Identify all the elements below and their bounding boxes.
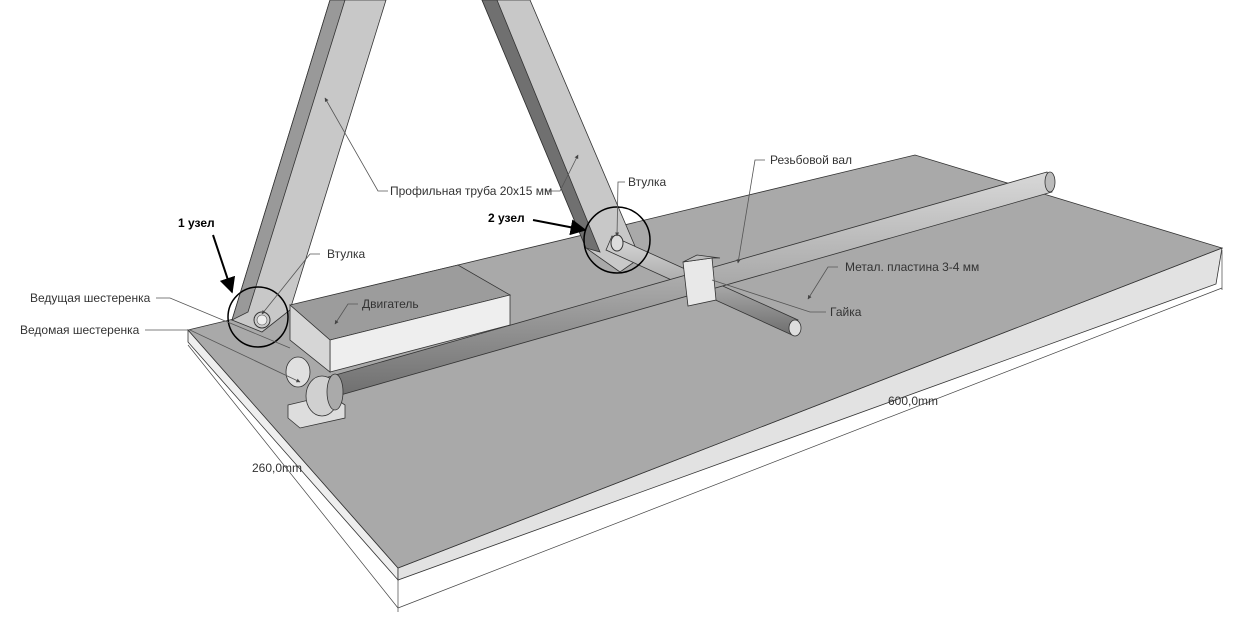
nut: [682, 254, 721, 307]
node-2-circle: [583, 206, 651, 274]
profile-tube-label: Профильная труба 20х15 мм: [390, 184, 552, 198]
bushing-2: [610, 234, 624, 252]
leader-lines: [145, 97, 838, 383]
motor-label: Двигатель: [362, 297, 419, 311]
node-1-arrow: [212, 234, 236, 294]
drive-gear-label: Ведущая шестеренка: [30, 291, 151, 305]
profile-tube-right: [481, 0, 641, 273]
width-dimension: 260,0mm: [252, 461, 302, 475]
length-dimension: 600,0mm: [888, 394, 938, 408]
metal-plate-label: Метал. пластина 3-4 мм: [845, 260, 979, 274]
threaded-shaft-label: Резьбовой вал: [770, 153, 852, 167]
node-1-label: 1 узел: [178, 216, 215, 230]
dimension-lines: [187, 250, 1223, 612]
motor-box: [289, 264, 512, 373]
node-1-circle: [227, 286, 289, 348]
bushing-1-label: Втулка: [327, 247, 365, 261]
bushing-2-label: Втулка: [628, 175, 666, 189]
node-2-label: 2 узел: [488, 211, 525, 225]
driven-gear-label: Ведомая шестеренка: [20, 323, 140, 337]
metal-plate: [187, 154, 1224, 582]
gears: [285, 356, 346, 429]
node-2-arrow: [532, 219, 587, 236]
profile-tube-left: [231, 0, 387, 333]
nut-label: Гайка: [830, 305, 862, 319]
